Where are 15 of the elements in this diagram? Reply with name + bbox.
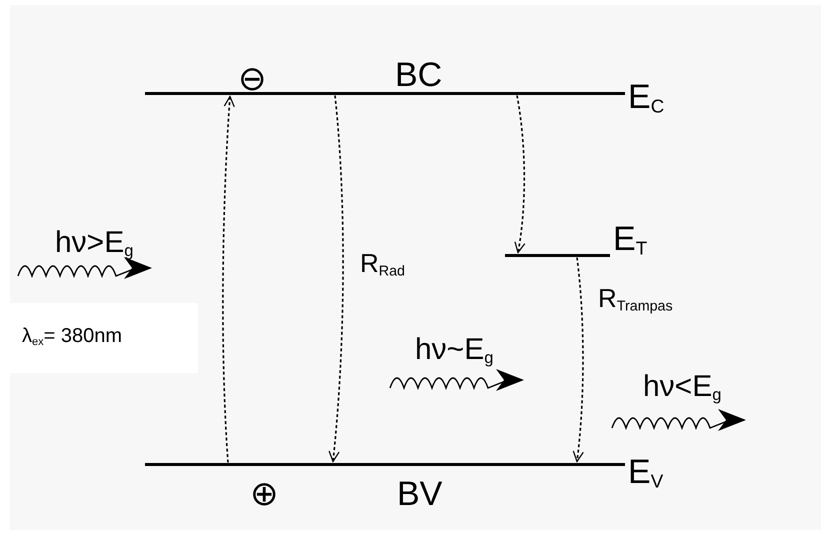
photon-energy-label: hν>E$_{g}$ <box>55 228 134 260</box>
hole-symbol: ⊕ <box>250 477 278 511</box>
photon-energy-label: hν~E$_{g}$ <box>415 335 494 367</box>
wavelength-label: λ$_{ex}$= 380nm <box>22 326 122 348</box>
transition-arrow <box>222 96 235 463</box>
energy-level-label: E$_{C}$ <box>628 80 664 116</box>
electron-symbol: ⊖ <box>238 62 266 96</box>
band-name: BC <box>395 58 442 92</box>
photon-energy-label: hν<E$_{g}$ <box>643 372 722 404</box>
transition-arrow <box>514 95 526 254</box>
energy-level-label: E$_{T}$ <box>613 222 648 258</box>
transition-arrow <box>328 95 344 462</box>
transition-arrow <box>572 257 584 462</box>
band-name: BV <box>397 477 442 511</box>
energy-level-label: E$_{V}$ <box>628 455 664 492</box>
